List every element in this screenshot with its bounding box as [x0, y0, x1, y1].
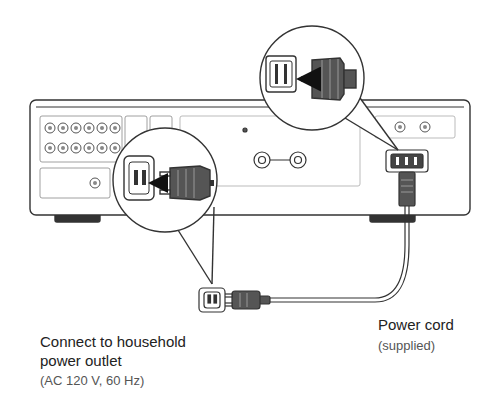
outlet-label: Connect to household power outlet: [40, 333, 215, 371]
power-plug: [220, 291, 270, 309]
ac-inlet: [386, 150, 428, 206]
wall-outlet-icon: [199, 288, 225, 312]
speaker-terminals: [243, 128, 306, 168]
power-cord: [268, 206, 409, 302]
inlet-callout: [260, 26, 398, 150]
outlet-spec: (AC 120 V, 60 Hz): [40, 373, 220, 389]
amplifier: [30, 100, 470, 222]
cord-label: Power cord: [378, 316, 483, 335]
cord-note: (supplied): [378, 338, 483, 354]
outlet-callout: [113, 128, 217, 284]
